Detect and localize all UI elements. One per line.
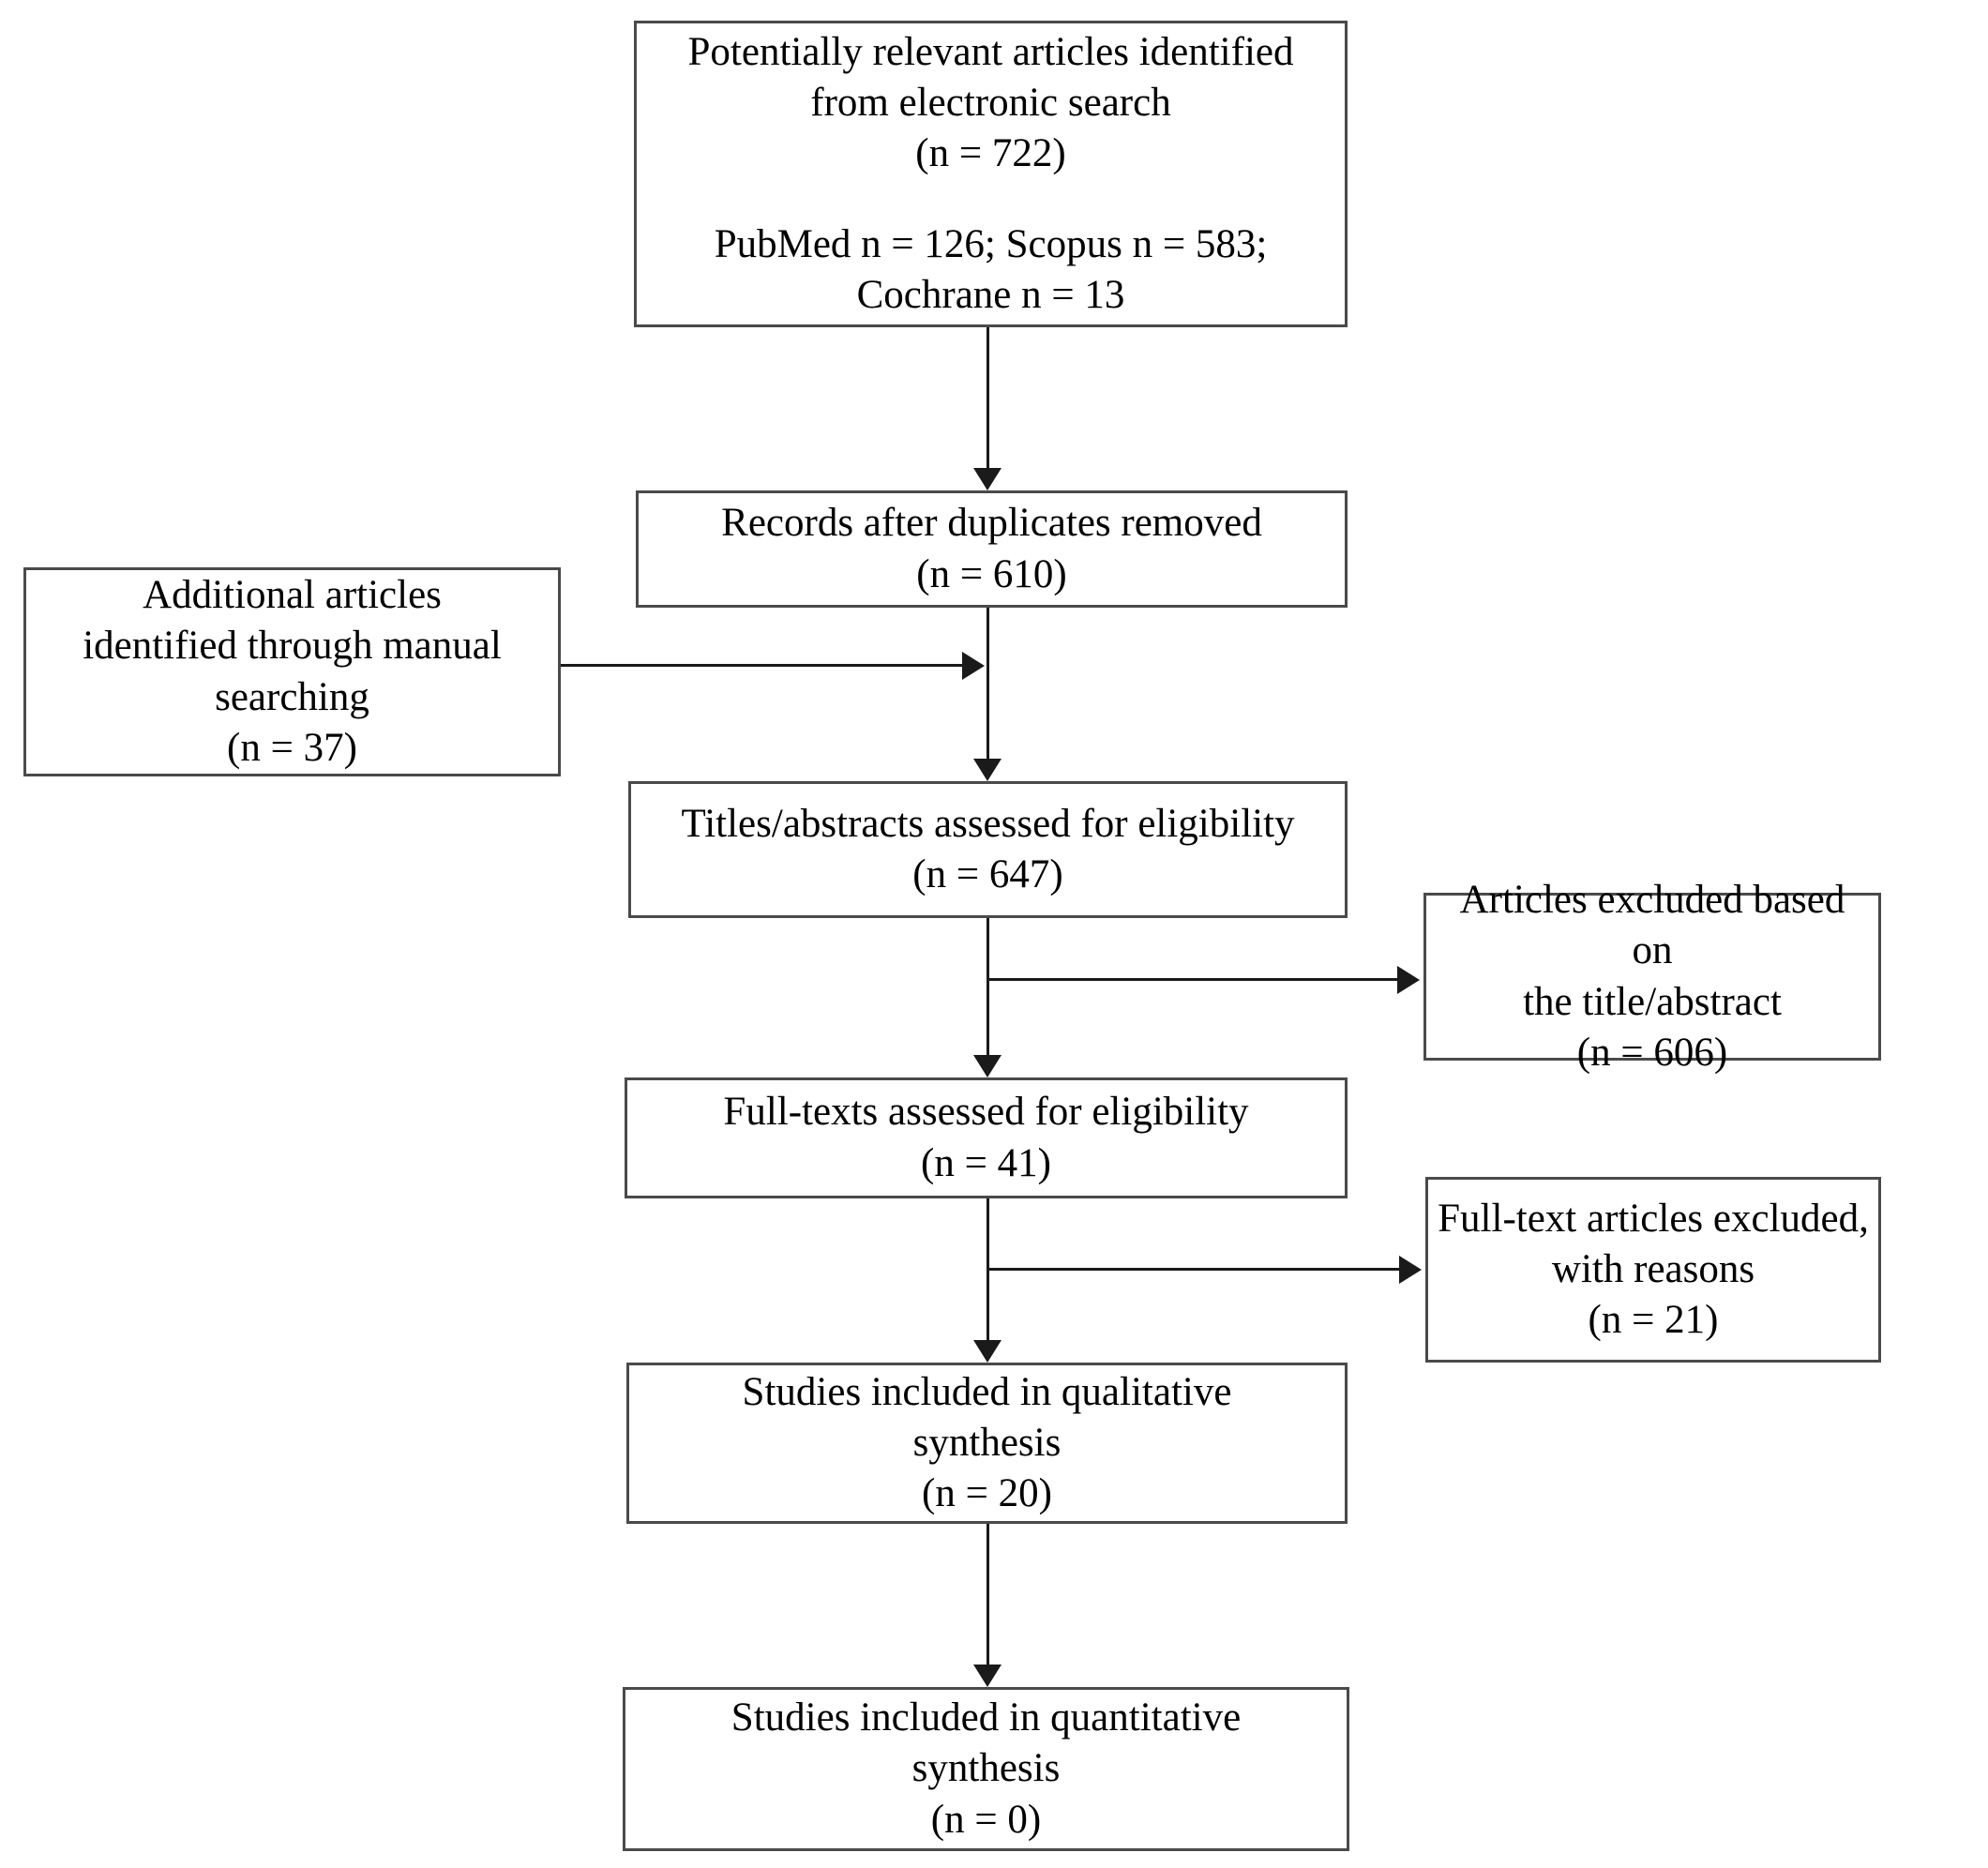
connector-deduplicated-to-titles: [986, 608, 989, 761]
box-text-gap: [646, 180, 1335, 219]
box-text-line: Cochrane n = 13: [856, 272, 1125, 317]
connector-qualitative-to-quantitative: [986, 1524, 989, 1666]
flow-box-quantitative: Studies included in quantitative synthes…: [623, 1687, 1349, 1851]
box-text-line: searching: [215, 674, 369, 719]
connector-branch-to-excluded-title-abstract: [987, 978, 1399, 981]
arrowhead-right-icon: [962, 652, 985, 680]
box-text-line: Additional articles: [143, 573, 442, 618]
box-text-line: (n = 41): [921, 1140, 1051, 1185]
box-text-line: Studies included in qualitative: [742, 1369, 1232, 1414]
box-text-line: Articles excluded based on: [1459, 878, 1845, 973]
box-text-line: Full-texts assessed for eligibility: [723, 1090, 1249, 1135]
arrowhead-right-icon: [1399, 1256, 1422, 1284]
box-text-line: Studies included in quantitative: [730, 1695, 1242, 1740]
flow-box-titles-abstracts: Titles/abstracts assessed for eligibilit…: [628, 781, 1348, 918]
box-text-line: (n = 647): [912, 852, 1063, 896]
box-text-line: Potentially relevant articles identified: [687, 30, 1294, 74]
flow-box-manual-search: Additional articles identified through m…: [23, 567, 561, 776]
arrowhead-right-icon: [1397, 966, 1420, 994]
box-text-line: with reasons: [1551, 1246, 1755, 1291]
box-text-line: (n = 610): [916, 551, 1067, 596]
box-text-line: (n = 37): [227, 725, 357, 770]
connector-branch-to-excluded-fulltext: [987, 1268, 1401, 1271]
box-text-line: (n = 20): [922, 1471, 1052, 1516]
arrowhead-down-icon: [973, 759, 1002, 781]
flow-box-qualitative: Studies included in qualitative synthesi…: [626, 1363, 1348, 1524]
arrowhead-down-icon: [973, 1665, 1002, 1687]
box-text-line: synthesis: [912, 1420, 1062, 1465]
flow-box-excluded-full-text: Full-text articles excluded, with reason…: [1425, 1177, 1881, 1363]
box-text-line: Titles/abstracts assessed for eligibilit…: [681, 801, 1295, 846]
box-text-line: (n = 722): [915, 131, 1066, 176]
flow-box-identified: Potentially relevant articles identified…: [634, 21, 1348, 327]
flow-box-full-texts: Full-texts assessed for eligibility (n =…: [625, 1077, 1348, 1198]
box-text-line: Full-text articles excluded,: [1438, 1196, 1869, 1241]
box-text-line: PubMed n = 126; Scopus n = 583;: [714, 221, 1268, 266]
connector-titles-to-fulltexts: [986, 918, 989, 1057]
arrowhead-down-icon: [973, 1340, 1002, 1363]
box-text-line: (n = 21): [1588, 1298, 1719, 1343]
box-text-line: Records after duplicates removed: [721, 501, 1262, 546]
box-text-line: (n = 0): [930, 1797, 1042, 1842]
flow-box-deduplicated: Records after duplicates removed (n = 61…: [636, 490, 1348, 608]
connector-manual-to-merge: [561, 664, 964, 667]
box-text-line: (n = 606): [1576, 1030, 1728, 1075]
arrowhead-down-icon: [973, 468, 1002, 490]
arrowhead-down-icon: [973, 1055, 1002, 1077]
box-text-line: from electronic search: [810, 81, 1171, 126]
box-text-line: identified through manual: [83, 624, 502, 669]
box-text-line: the title/abstract: [1523, 979, 1782, 1024]
connector-identified-to-deduplicated: [986, 327, 989, 470]
flow-box-excluded-title-abstract: Articles excluded based on the title/abs…: [1423, 878, 1881, 1075]
box-text-line: synthesis: [911, 1746, 1061, 1791]
